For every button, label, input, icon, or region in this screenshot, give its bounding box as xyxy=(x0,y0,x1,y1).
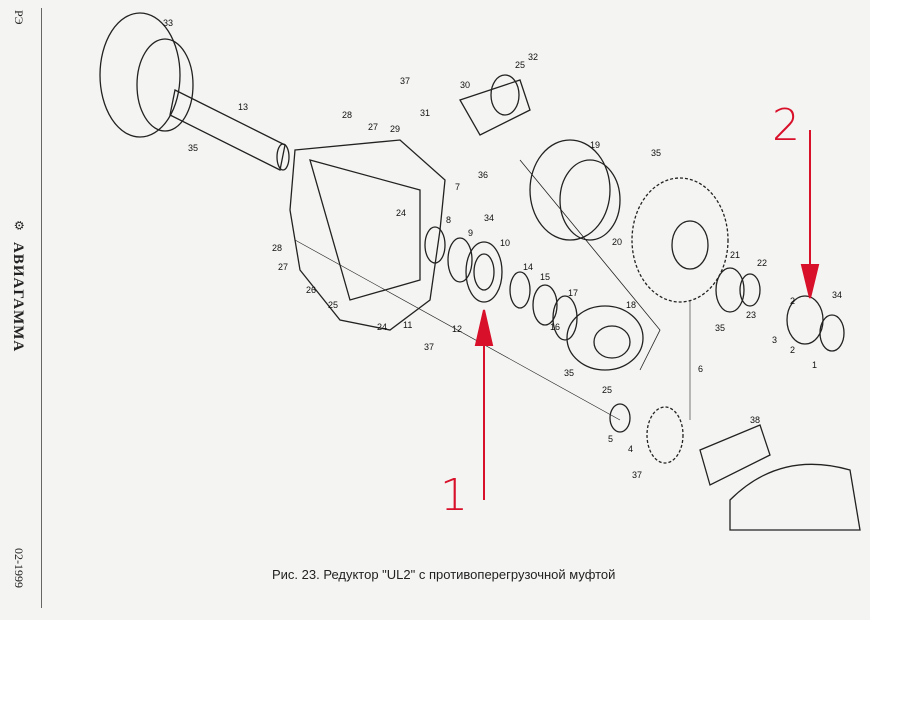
part-label: 13 xyxy=(238,102,249,112)
part-label: 15 xyxy=(540,272,551,282)
part-label: 35 xyxy=(188,143,199,153)
clutch xyxy=(529,139,611,241)
part-label: 37 xyxy=(424,342,435,352)
part-label: 20 xyxy=(612,237,623,247)
part-label: 12 xyxy=(452,324,463,334)
part-label: 37 xyxy=(632,470,643,480)
part-label: 19 xyxy=(590,140,601,150)
figure-caption: Рис. 23. Редуктор "UL2" с противоперегру… xyxy=(272,567,616,582)
part-label: 32 xyxy=(528,52,539,62)
part-label: 16 xyxy=(550,322,561,332)
part-label: 24 xyxy=(377,322,388,332)
part-label: 24 xyxy=(396,208,407,218)
annotation-2: 2 xyxy=(772,100,800,151)
part-label: 2 xyxy=(790,296,796,306)
part-label: 29 xyxy=(390,124,401,134)
part-label: 11 xyxy=(403,320,413,330)
part-label: 38 xyxy=(750,415,761,425)
part-label: 25 xyxy=(328,300,339,310)
actuator xyxy=(459,79,531,136)
part-label: 34 xyxy=(832,290,843,300)
part-label: 35 xyxy=(715,323,726,333)
part-label: 28 xyxy=(342,110,353,120)
part-label: 28 xyxy=(272,243,283,253)
disc xyxy=(566,305,644,371)
bearing-1 xyxy=(465,241,503,303)
part-label: 22 xyxy=(757,258,768,268)
part-label: 4 xyxy=(628,444,634,454)
part-label: 30 xyxy=(460,80,471,90)
seal xyxy=(424,226,446,264)
part-label: 23 xyxy=(746,310,757,320)
part-label: 9 xyxy=(468,228,474,238)
part-label: 6 xyxy=(698,364,704,374)
part-label: 5 xyxy=(608,434,614,444)
flange xyxy=(99,12,181,138)
part-label: 25 xyxy=(515,60,526,70)
part-label: 17 xyxy=(568,288,579,298)
part-label: 35 xyxy=(651,148,662,158)
part-label: 25 xyxy=(602,385,613,395)
part-label: 3 xyxy=(772,335,778,345)
part-label: 7 xyxy=(455,182,461,192)
part-label: 26 xyxy=(306,285,317,295)
part-label: 1 xyxy=(812,360,818,370)
part-label: 33 xyxy=(163,18,174,28)
part-label: 37 xyxy=(400,76,411,86)
part-label: 27 xyxy=(278,262,289,272)
part-label: 36 xyxy=(478,170,489,180)
part-label: 2 xyxy=(790,345,796,355)
part-label: 27 xyxy=(368,122,379,132)
part-label: 10 xyxy=(500,238,511,248)
part-label: 34 xyxy=(484,213,495,223)
part-label: 14 xyxy=(523,262,534,272)
output-shaft xyxy=(699,424,771,486)
part-label: 18 xyxy=(626,300,637,310)
annotation-1: 1 xyxy=(440,470,468,521)
part-label: 8 xyxy=(446,215,452,225)
part-label: 35 xyxy=(564,368,575,378)
part-label: 21 xyxy=(730,250,741,260)
margin-divider xyxy=(41,8,42,608)
gear xyxy=(631,177,729,303)
shaft xyxy=(169,89,286,171)
part-label: 31 xyxy=(420,108,431,118)
housing xyxy=(289,139,446,331)
